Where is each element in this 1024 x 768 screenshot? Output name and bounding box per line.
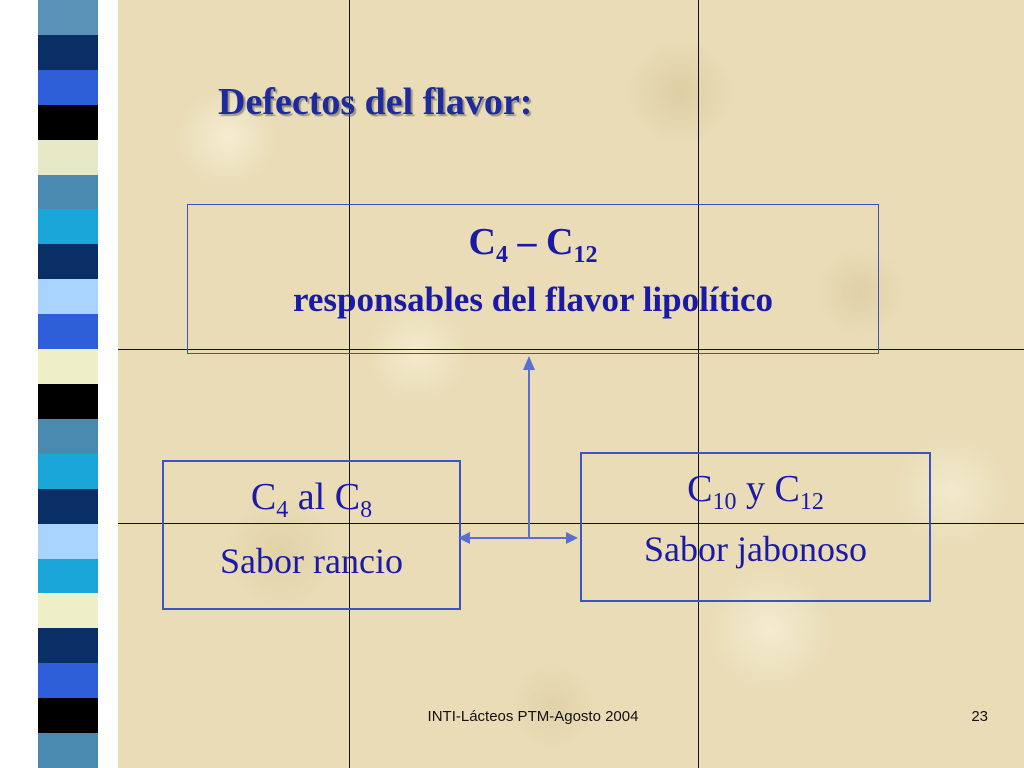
stripe-band — [38, 174, 98, 210]
top-box-description: responsables del flavor lipolítico — [293, 280, 773, 319]
top-box-carbon-range: C4 – C12 — [468, 221, 598, 268]
stripe-band — [38, 244, 98, 280]
page-number: 23 — [971, 708, 988, 725]
stripe-band — [38, 34, 98, 70]
stripe-band — [38, 209, 98, 245]
stripe-band — [38, 593, 98, 629]
stripe-band — [38, 698, 98, 734]
stripe-band — [38, 628, 98, 664]
right-box-carbon-range: C10 y C12 — [687, 468, 824, 515]
arrow-right-head — [566, 532, 578, 544]
left-box-carbon-range: C4 al C8 — [250, 476, 373, 523]
left-box-description: Sabor rancio — [220, 541, 403, 581]
stripe-band — [38, 0, 98, 35]
stripe-band — [38, 733, 98, 768]
guide-line-horizontal-top — [118, 349, 1024, 350]
arrow-up-head — [523, 356, 535, 370]
stripe-band — [38, 558, 98, 594]
footer-text: INTI-Lácteos PTM-Agosto 2004 — [427, 708, 639, 725]
right-box-description: Sabor jabonoso — [644, 529, 867, 569]
stripe-band — [38, 139, 98, 175]
top-text-box: C4 – C12 responsables del flavor lipolít… — [187, 204, 879, 354]
stripe-band — [38, 69, 98, 105]
stripe-band — [38, 314, 98, 350]
left-text-box: C4 al C8 Sabor rancio — [162, 460, 461, 610]
stripe-band — [38, 523, 98, 559]
stripe-band — [38, 488, 98, 524]
guide-line-vertical-right — [698, 0, 699, 768]
guide-line-vertical-left — [349, 0, 350, 768]
right-text-box: C10 y C12 Sabor jabonoso — [580, 452, 931, 602]
stripe-band — [38, 349, 98, 385]
stripe-band — [38, 453, 98, 489]
guide-line-horizontal-bottom — [118, 523, 1024, 524]
slide-canvas: Defectos del flavor: C4 – C12 responsabl… — [118, 0, 1024, 768]
slide-title: Defectos del flavor: — [218, 81, 533, 123]
stripe-band — [38, 279, 98, 315]
stripe-band — [38, 418, 98, 454]
stripe-band — [38, 384, 98, 419]
stripe-band — [38, 104, 98, 140]
stripe-band — [38, 663, 98, 699]
decorative-stripe-bar — [38, 0, 98, 768]
